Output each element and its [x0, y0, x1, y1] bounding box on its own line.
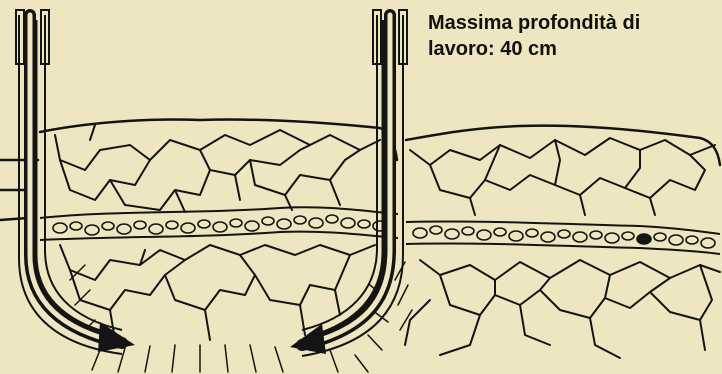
- pebble-layer: [40, 207, 720, 254]
- depth-caption-line-2: lavoro: 40 cm: [428, 36, 718, 62]
- ripper-tine-right: [290, 10, 407, 356]
- depth-caption-line-1: Massima profondità di: [428, 10, 718, 36]
- soil-surface-outline: [0, 119, 720, 220]
- soil-clods-left: [55, 125, 380, 212]
- depth-caption: Massima profondità di lavoro: 40 cm: [428, 10, 718, 62]
- soil-clods-right: [405, 138, 720, 358]
